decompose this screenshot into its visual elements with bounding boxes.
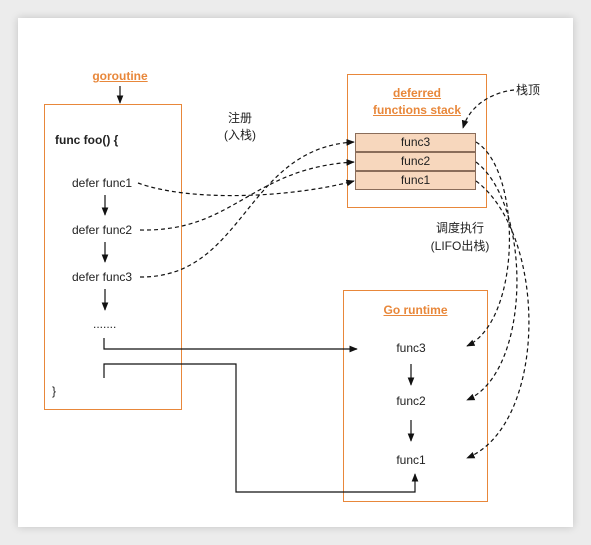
schedule-label: 调度执行 xyxy=(435,221,484,235)
dashed-pop-func3 xyxy=(466,141,511,347)
dashed-stack-top-pointer xyxy=(461,89,515,129)
defer-func1-statement: defer func1 xyxy=(72,176,133,190)
stack-top-label: 栈顶 xyxy=(516,83,541,97)
stack-cell-func2: func2 xyxy=(355,152,476,171)
defer-func3-statement: defer func3 xyxy=(72,270,133,284)
stack-title-line1: deferred xyxy=(392,86,442,100)
closing-brace: } xyxy=(52,384,57,398)
runtime-title: Go runtime xyxy=(383,303,448,317)
runtime-func2: func2 xyxy=(396,394,426,408)
dashed-register-func1 xyxy=(137,179,355,197)
func-foo-header: func foo() { xyxy=(55,133,119,147)
goroutine-label: goroutine xyxy=(92,69,148,83)
ellipsis-text: ....... xyxy=(93,317,117,331)
register-label: 注册 xyxy=(227,111,252,125)
runtime-func1: func1 xyxy=(396,453,426,467)
connector-foo-to-runtime-func3 xyxy=(103,338,358,353)
connector-foo-to-runtime-func1 xyxy=(103,363,419,493)
dashed-register-func3 xyxy=(139,139,355,278)
function-foo-box xyxy=(44,104,182,410)
stack-title-line2: functions stack xyxy=(372,103,462,117)
dashed-pop-func1 xyxy=(466,180,530,459)
stack-cell-func1: func1 xyxy=(355,171,476,190)
stack-cell-func3: func3 xyxy=(355,133,476,152)
register-push-label: (入栈) xyxy=(224,128,256,142)
dashed-pop-func2 xyxy=(466,161,518,401)
dashed-register-func2 xyxy=(139,159,355,231)
schedule-lifo-label: (LIFO出栈) xyxy=(430,239,490,253)
runtime-func3: func3 xyxy=(396,341,426,355)
defer-func2-statement: defer func2 xyxy=(72,223,133,237)
go-runtime-box xyxy=(343,290,488,502)
